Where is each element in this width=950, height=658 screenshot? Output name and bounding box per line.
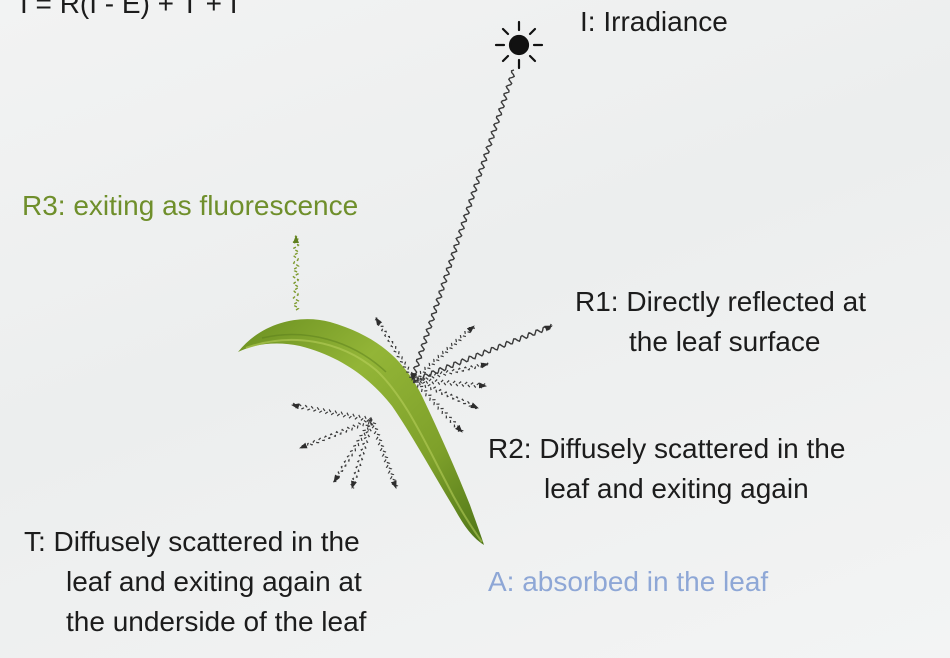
t-transmitted-ray-arrowhead <box>292 405 298 406</box>
r1-reflected-ray-arrowhead <box>546 326 552 328</box>
label-transmission-line3: the underside of the leaf <box>66 602 366 642</box>
r3-fluorescence-ray <box>294 236 299 310</box>
label-direct-reflection-line1: R1: Directly reflected at <box>575 282 866 322</box>
r1-reflected-ray <box>420 324 551 379</box>
t-transmitted-ray <box>371 420 398 488</box>
t-transmitted-ray <box>292 404 372 422</box>
label-fluorescence: R3: exiting as fluorescence <box>22 186 358 226</box>
label-diffuse-reflection-line2: leaf and exiting again <box>544 469 845 509</box>
label-absorbed: A: absorbed in the leaf <box>488 562 768 602</box>
label-direct-reflection-line2: the leaf surface <box>629 322 866 362</box>
sun-icon <box>496 22 542 68</box>
label-transmission-line1: T: Diffusely scattered in the <box>24 522 366 562</box>
label-diffuse-reflection-line1: R2: Diffusely scattered in the <box>488 429 845 469</box>
r2-scattered-ray-arrowhead <box>376 318 379 323</box>
r2-scattered-ray-arrowhead <box>480 386 486 387</box>
r2-scattered-ray <box>414 326 474 380</box>
label-direct-reflection: R1: Directly reflected at the leaf surfa… <box>575 282 866 362</box>
energy-balance-equation: I = R(I - E) + T + I <box>20 0 238 24</box>
label-irradiance: I: Irradiance <box>580 2 728 42</box>
incoming-irradiance-ray <box>411 70 514 381</box>
label-transmission: T: Diffusely scattered in the leaf and e… <box>24 522 366 642</box>
r2-scattered-ray-arrowhead <box>473 406 479 408</box>
label-transmission-line2: leaf and exiting again at <box>66 562 366 602</box>
label-diffuse-reflection: R2: Diffusely scattered in the leaf and … <box>488 429 845 509</box>
t-transmitted-ray <box>351 420 373 489</box>
t-transmitted-ray <box>301 419 373 450</box>
